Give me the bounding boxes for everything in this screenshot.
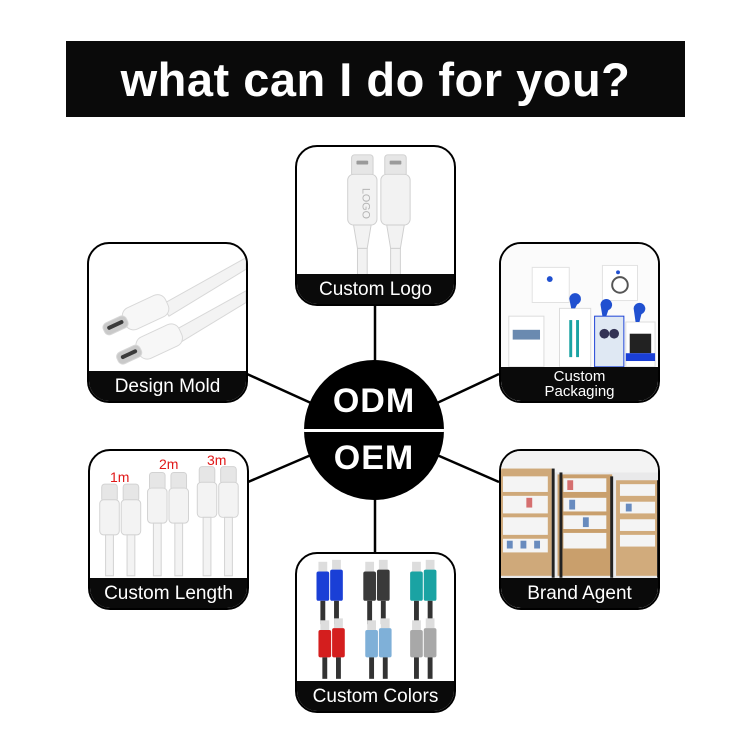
white-cable-pair-image [102, 257, 246, 365]
service-card-custom-length[interactable]: 1m 2m 3m Custom Length [88, 449, 249, 610]
hub-odm-label: ODM [332, 382, 416, 420]
cable-blue [316, 559, 343, 625]
custom-colors-label: Custom Colors [297, 681, 454, 711]
colored-cables-image [316, 559, 437, 679]
length-tag-1m: 1m [110, 469, 130, 485]
connector-packaging [436, 372, 500, 405]
custom-logo-label: Custom Logo [297, 274, 454, 304]
connector-mold [246, 372, 312, 405]
odm-oem-hub: ODM OEM [304, 360, 444, 500]
service-card-design-mold[interactable]: Design Mold [87, 242, 248, 403]
service-card-custom-colors[interactable]: Custom Colors [295, 552, 456, 713]
header-banner: what can I do for you? [66, 41, 685, 117]
page-title: what can I do for you? [120, 52, 631, 106]
custom-packaging-label-line2: Packaging [544, 383, 615, 400]
length-tag-3m: 3m [207, 452, 227, 468]
cable-lengths-image [99, 466, 239, 577]
connector-length [247, 453, 312, 484]
cable-red [318, 618, 345, 679]
logo-text: LOGO [359, 188, 371, 219]
brand-agent-label: Brand Agent [501, 578, 658, 608]
connector-agent [436, 453, 500, 484]
custom-packaging-label: Custom Packaging [501, 367, 658, 401]
white-cable-logo-image: LOGO [347, 154, 411, 279]
design-mold-label: Design Mold [89, 371, 246, 401]
hub-oem-label: OEM [333, 439, 415, 477]
cable-light-blue [365, 618, 392, 679]
length-tag-2m: 2m [159, 456, 179, 472]
service-card-custom-packaging[interactable]: Custom Packaging [499, 242, 660, 403]
cable-black [363, 559, 390, 625]
service-card-brand-agent[interactable]: Brand Agent [499, 449, 660, 610]
cable-teal [410, 559, 437, 625]
hub-divider [304, 429, 444, 432]
cable-silver [410, 618, 437, 679]
custom-length-label: Custom Length [90, 578, 247, 608]
service-card-custom-logo[interactable]: LOGO Custom Logo [295, 145, 456, 306]
custom-packaging-label-line1: Custom [553, 368, 606, 385]
